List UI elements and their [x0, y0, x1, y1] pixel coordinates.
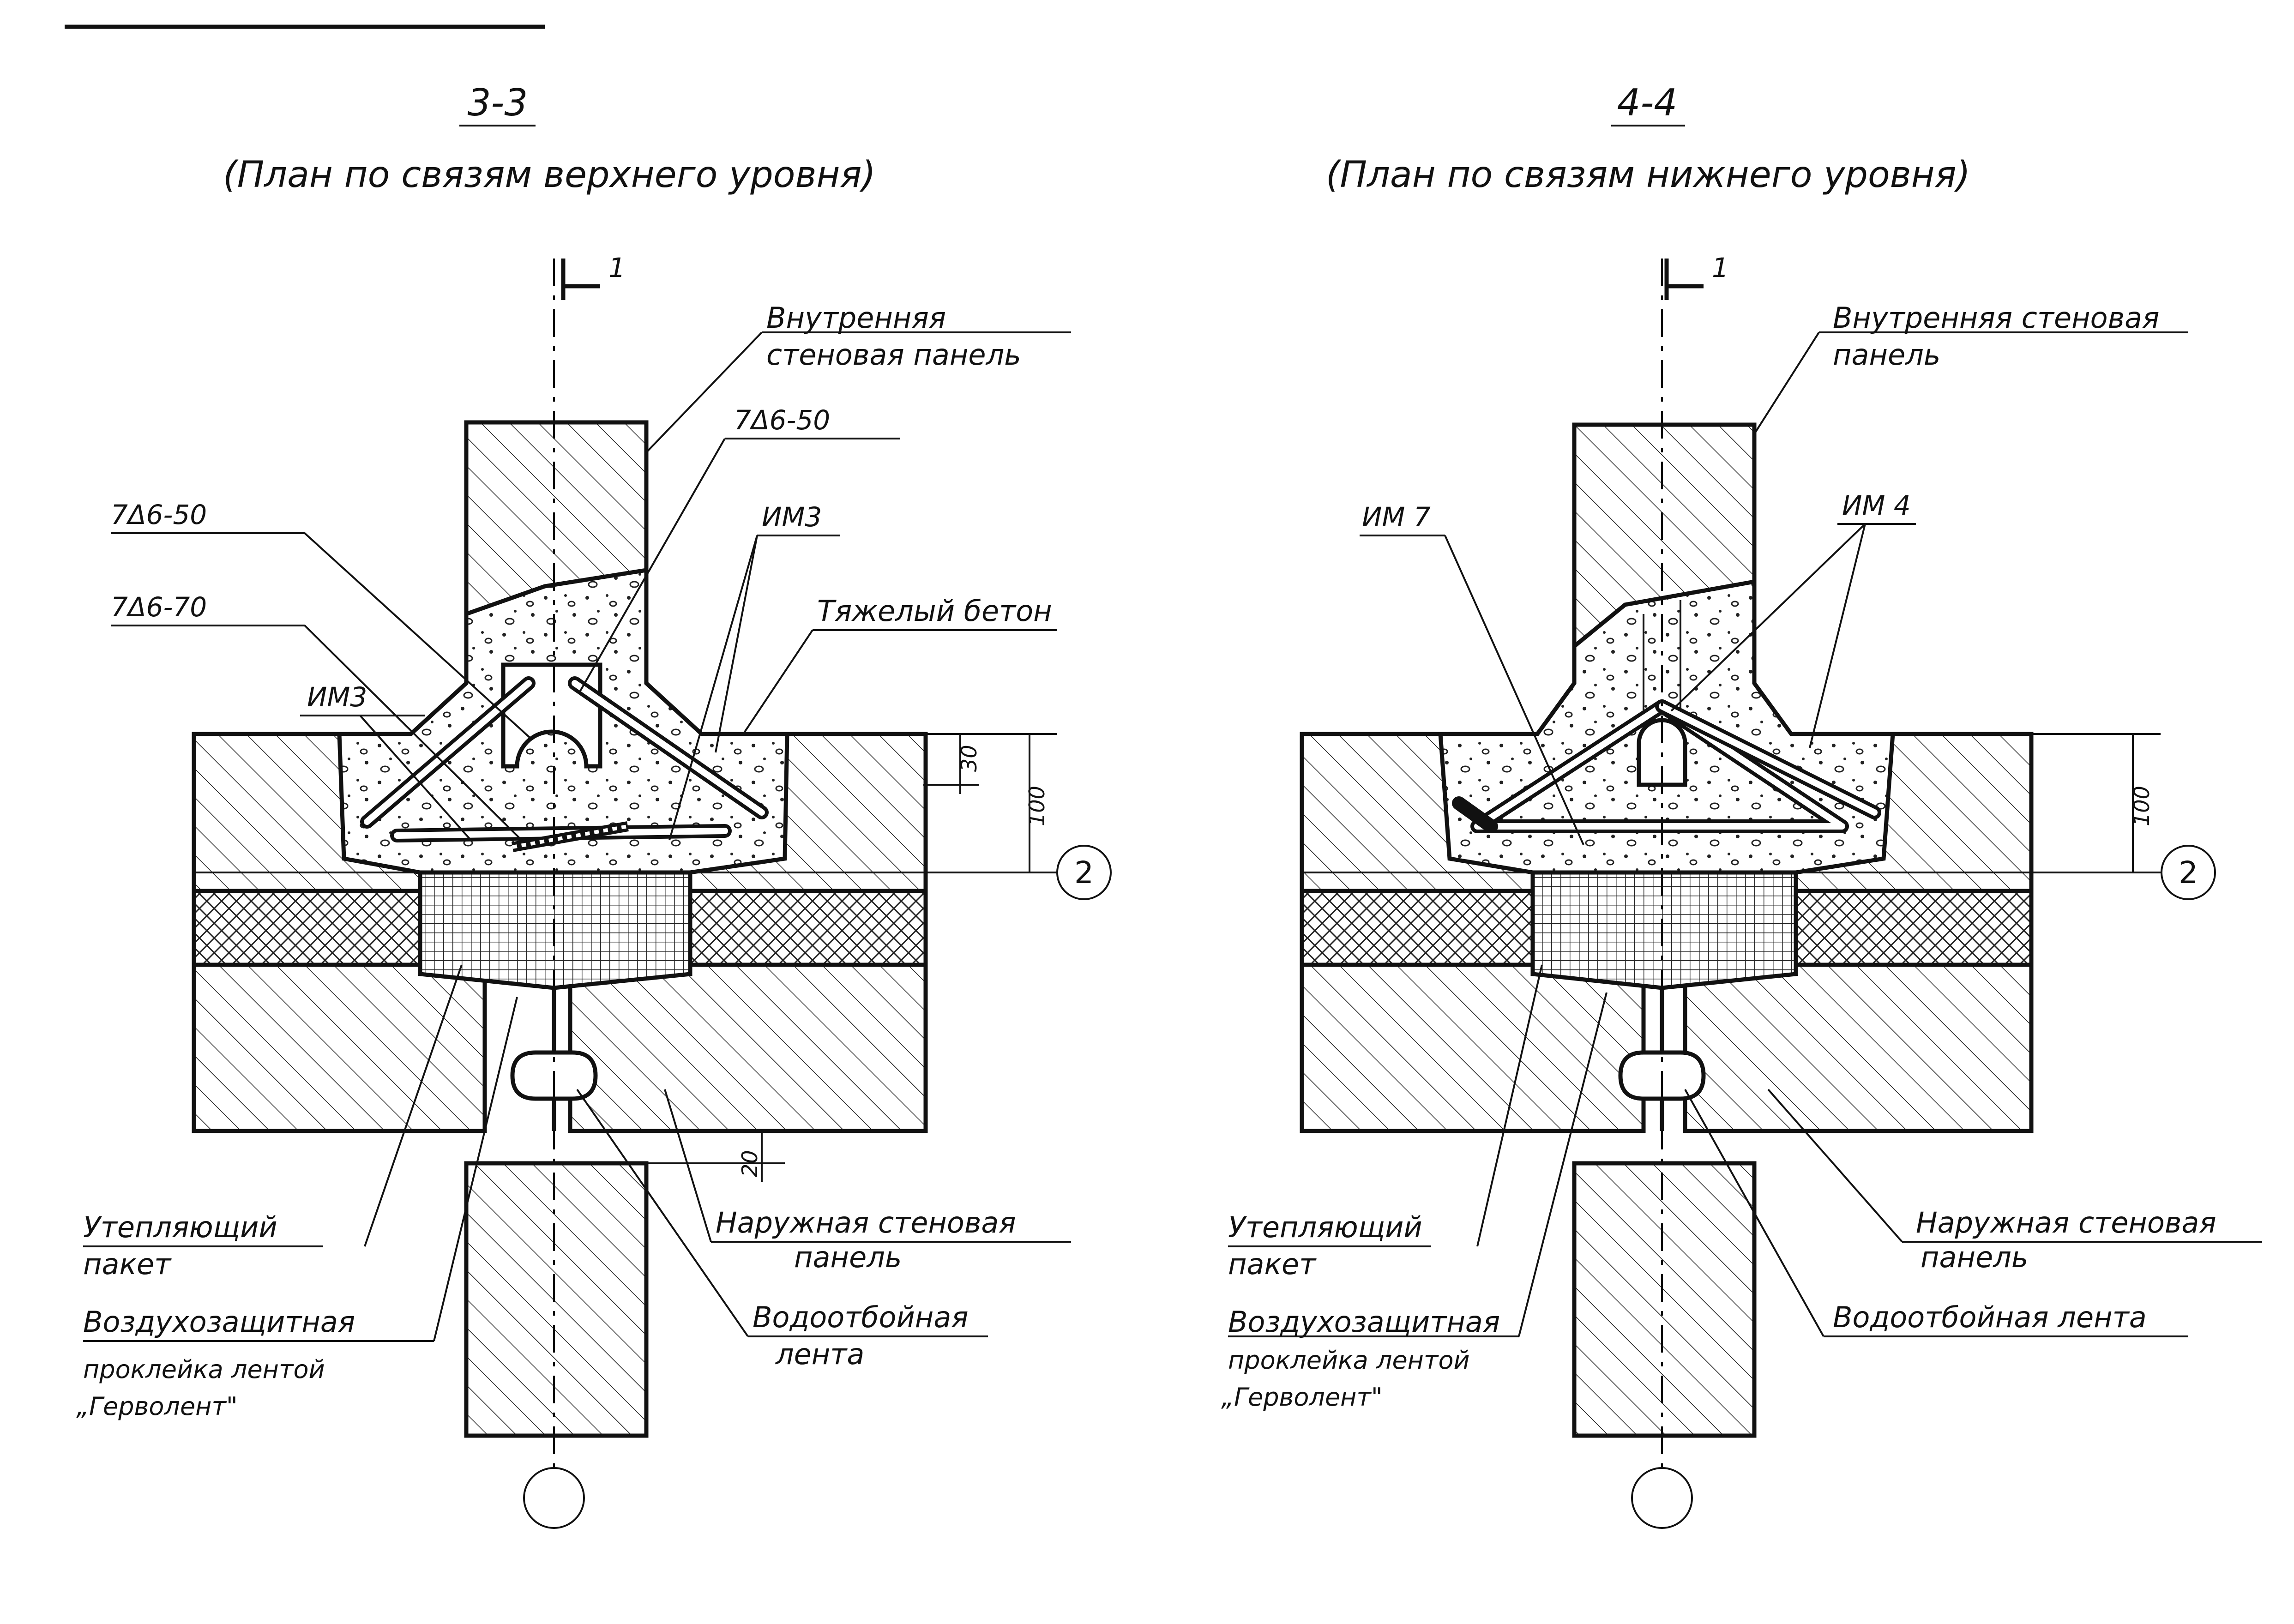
label-air-barrier: Воздухозащитная: [83, 1305, 355, 1339]
svg-text:проклейка лентой: проклейка лентой: [1228, 1346, 1470, 1375]
lower-wall-panel: [1572, 1161, 1757, 1438]
svg-text:панель: панель: [1921, 1240, 2028, 1274]
label-inner-panel: Внутренняя: [766, 301, 946, 335]
svg-text:стеновая панель: стеновая панель: [766, 338, 1021, 372]
label-td650-left: 7Δ6-50: [111, 499, 207, 530]
section-4-4: 4-4 (План по связям нижнего уровня): [1221, 81, 2262, 1529]
dimension-100: 100: [1024, 786, 1049, 826]
lower-wall-panel: [464, 1161, 649, 1438]
insulation-band-left: [1300, 889, 1535, 967]
label-water-barrier: Водоотбойная лента: [1833, 1300, 2147, 1334]
svg-text:„Герволент": „Герволент": [76, 1392, 238, 1421]
label-td670: 7Δ6-70: [111, 591, 207, 623]
dimension-100: 100: [2129, 786, 2154, 826]
label-outer-panel: Наружная стеновая: [1916, 1206, 2216, 1239]
section-title: (План по связям нижнего уровня): [1326, 154, 1970, 196]
svg-text:лента: лента: [775, 1337, 864, 1371]
cut-mark-number: 1: [1712, 252, 1729, 283]
label-im3-left: ИМ3: [307, 681, 367, 713]
label-im4: ИМ 4: [1842, 490, 1911, 521]
insulation-band-left: [192, 889, 422, 967]
label-heavy-concrete: Тяжелый бетон: [817, 594, 1052, 628]
svg-text:пакет: пакет: [1228, 1247, 1317, 1281]
svg-text:панель: панель: [794, 1240, 902, 1274]
svg-text:2: 2: [1074, 855, 1094, 890]
svg-text:пакет: пакет: [83, 1247, 172, 1281]
section-mark: 3-3: [468, 81, 528, 124]
svg-text:проклейка лентой: проклейка лентой: [83, 1355, 325, 1384]
svg-text:панель: панель: [1833, 338, 1940, 372]
label-water-barrier: Водоотбойная: [753, 1300, 969, 1334]
label-im7: ИМ 7: [1362, 501, 1431, 533]
axis-bubble-2: [2161, 845, 2216, 900]
section-title: (План по связям верхнего уровня): [223, 154, 876, 196]
label-air-barrier: Воздухозащитная: [1228, 1305, 1500, 1339]
dimension-20: 20: [737, 1150, 762, 1177]
label-outer-panel: Наружная стеновая: [716, 1206, 1016, 1239]
cut-mark-number: 1: [608, 252, 626, 283]
axis-bubble-2: [1056, 845, 1112, 900]
insulation-band-right: [1794, 889, 2034, 967]
tie-bar-left: [1452, 796, 1498, 833]
label-td650-right: 7Δ6-50: [734, 404, 830, 436]
svg-text:2: 2: [2179, 855, 2198, 890]
dimension-30: 30: [957, 745, 981, 772]
insulation-band-right: [688, 889, 928, 967]
svg-text:„Герволент": „Герволент": [1221, 1383, 1383, 1412]
label-inner-panel: Внутренняя стеновая: [1833, 301, 2159, 335]
section-3-3: 3-3 (План по связям верхнего уровня): [76, 81, 1112, 1529]
label-insulating-package: Утепляющий: [1228, 1210, 1422, 1244]
label-im3-right: ИМ3: [762, 501, 822, 533]
section-mark: 4-4: [1617, 81, 1678, 124]
insulating-package: [1530, 870, 1798, 990]
label-insulating-package: Утепляющий: [83, 1210, 277, 1244]
axis-bubble-bottom: [523, 1467, 585, 1529]
axis-bubble-bottom: [1631, 1467, 1693, 1529]
